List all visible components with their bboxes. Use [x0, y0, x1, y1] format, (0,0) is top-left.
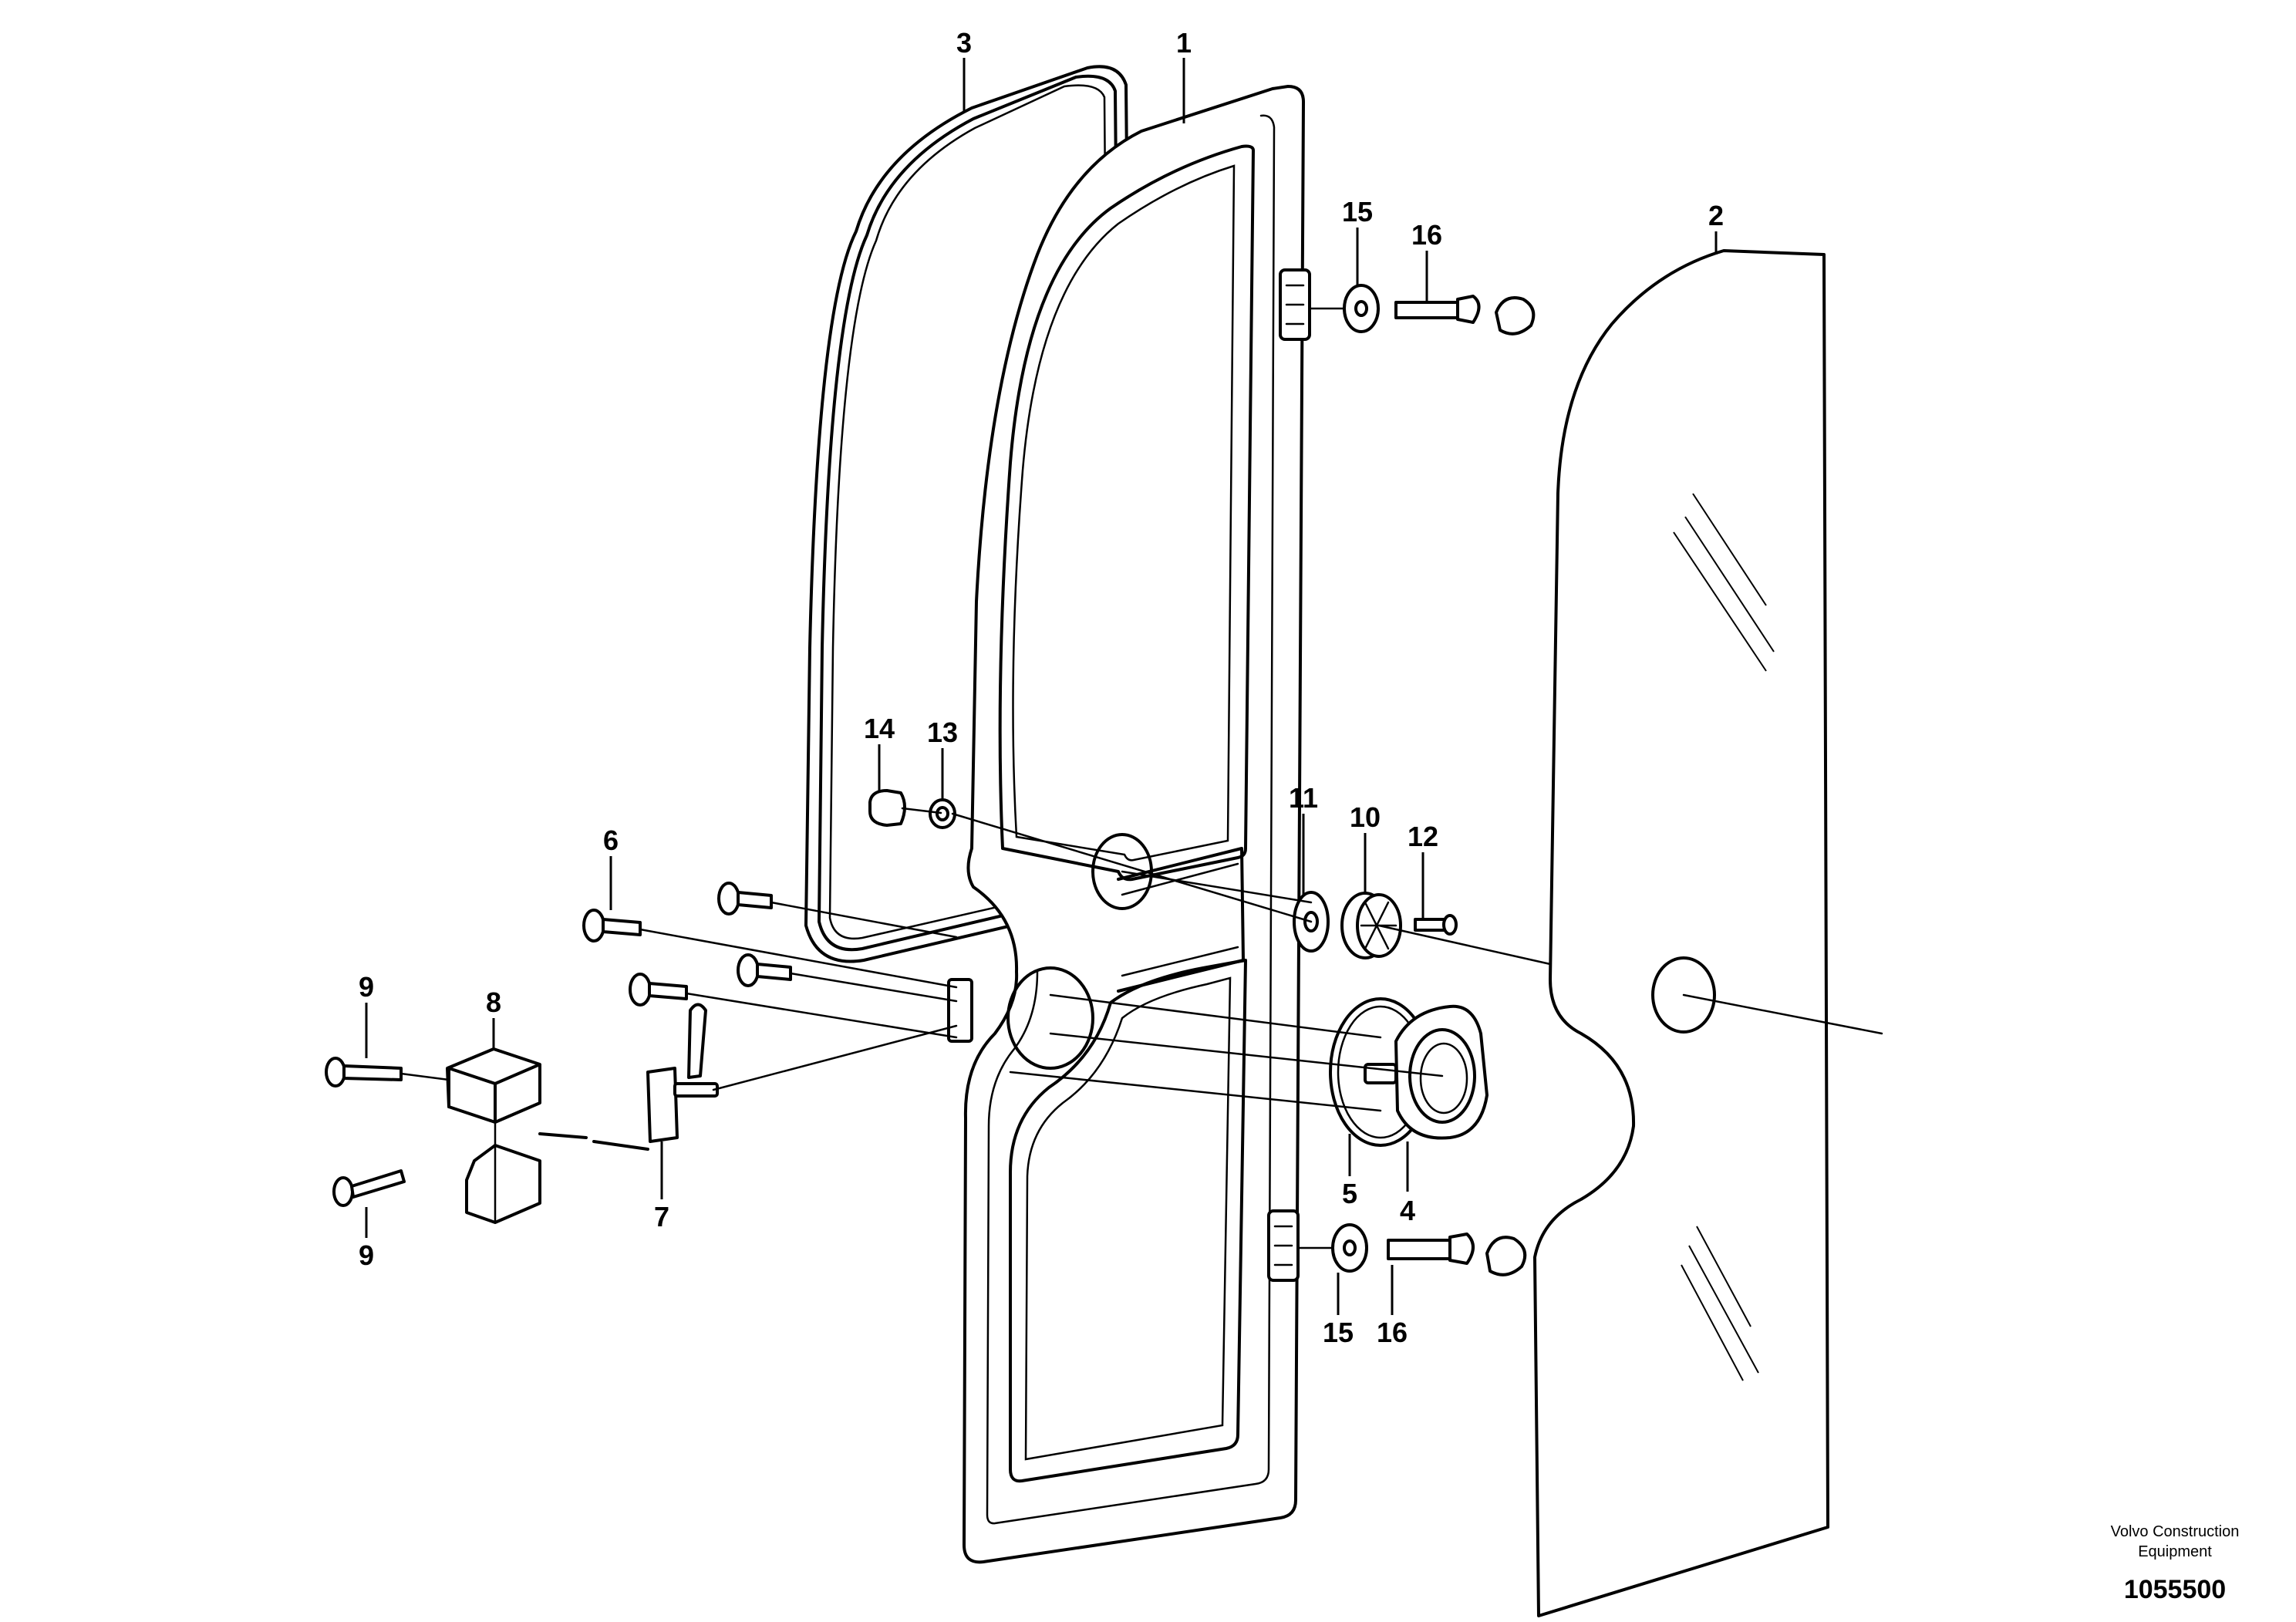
hinge-fastener-bottom	[1331, 1223, 1527, 1276]
brand-line-1: Volvo Construction	[2111, 1523, 2240, 1540]
callout-16-top: 16	[1411, 219, 1442, 251]
callout-labels: 1 2 3 4 5 6 7 8 9 9 10 11 12 13 14 15 15…	[359, 27, 1724, 1348]
drawing-number: 1055500	[2124, 1575, 2226, 1604]
callout-9-top: 9	[359, 971, 374, 1003]
brand-line-2: Equipment	[2138, 1543, 2212, 1560]
callout-11: 11	[1289, 782, 1318, 814]
callout-16-bottom: 16	[1377, 1317, 1408, 1348]
callout-10: 10	[1350, 801, 1381, 833]
callout-15-top: 15	[1342, 196, 1373, 228]
hinge-fastener-top	[1343, 284, 1536, 336]
leader-lines	[365, 58, 1883, 1315]
callout-3: 3	[956, 27, 972, 59]
callout-7: 7	[654, 1201, 669, 1233]
inner-handle-assembly	[1293, 891, 1458, 959]
callout-8: 8	[486, 986, 501, 1018]
latch-part	[538, 1003, 719, 1151]
callout-5: 5	[1342, 1178, 1357, 1209]
bolts-9	[325, 1057, 406, 1207]
callout-13: 13	[927, 717, 958, 748]
callout-9-bottom: 9	[359, 1239, 374, 1271]
footer: Volvo Construction Equipment 1055500	[2111, 1523, 2240, 1604]
door-frame-part	[947, 85, 1311, 1564]
outer-handle-assembly	[1329, 997, 1489, 1147]
callout-12: 12	[1408, 821, 1438, 852]
callout-6: 6	[603, 824, 619, 856]
callout-4: 4	[1400, 1195, 1415, 1226]
glass-pane-part	[1533, 249, 1829, 1617]
callout-14: 14	[864, 713, 895, 744]
lock-block-part	[446, 1047, 541, 1224]
bolts-6	[582, 882, 792, 1007]
callout-1: 1	[1176, 27, 1192, 59]
callout-15-bottom: 15	[1323, 1317, 1354, 1348]
callout-2: 2	[1708, 200, 1724, 231]
